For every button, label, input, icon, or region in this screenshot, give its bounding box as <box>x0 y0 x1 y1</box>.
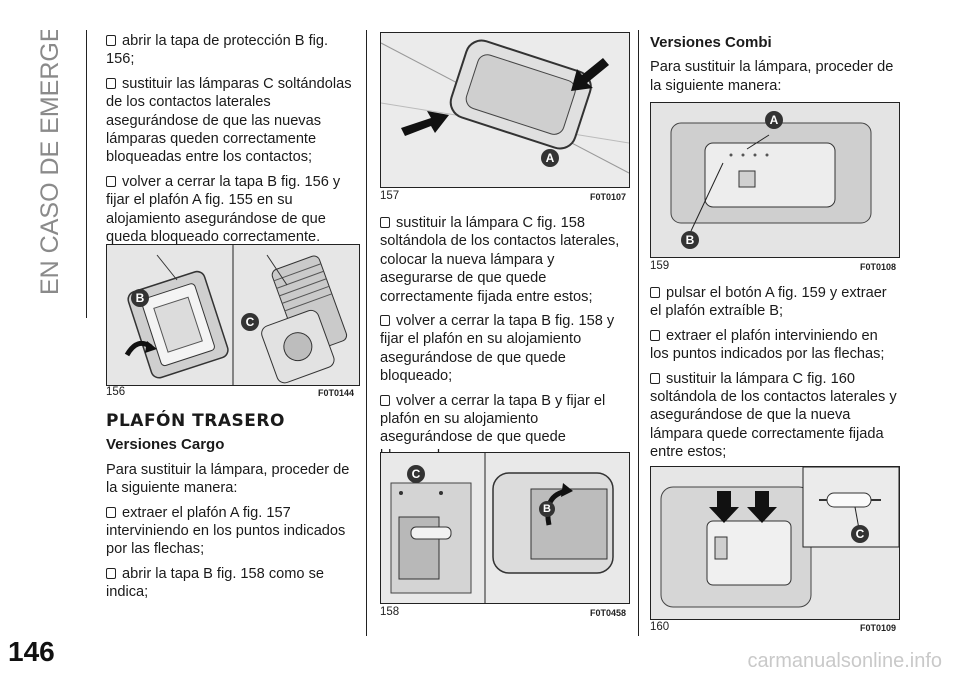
label-c-badge: C <box>407 465 425 483</box>
bullet-item: abrir la tapa B fig. 158 como se indica; <box>106 565 324 601</box>
column-1-bottom: PLAFÓN TRASERO Versiones Cargo Para sust… <box>106 404 358 608</box>
bullet-item: sustituir las lámparas C soltándolas de … <box>106 75 352 166</box>
section-title: PLAFÓN TRASERO <box>106 411 285 431</box>
intro-text: Para sustituir la lámpara, proceder de l… <box>106 461 350 497</box>
intro-text: Para sustituir la lámpara, proceder de l… <box>650 59 894 94</box>
subsection-cargo: Versiones Cargo <box>106 436 225 454</box>
subsection-combi: Versiones Combi <box>650 34 772 51</box>
column-rule-left <box>86 30 87 318</box>
bullet-icon <box>380 217 390 228</box>
bullet-item: volver a cerrar la tapa B fig. 156 y fij… <box>106 173 341 246</box>
fig-158-code: F0T0458 <box>590 608 627 618</box>
bullet-icon <box>106 35 116 46</box>
fig-160-code: F0T0109 <box>860 623 897 633</box>
bullet-icon <box>380 315 390 327</box>
fig-156-code: F0T0144 <box>318 388 355 398</box>
label-c-badge: C <box>241 313 259 331</box>
column-3-top: Versiones Combi Para sustituir la lámpar… <box>650 30 900 101</box>
figure-159: A B <box>650 102 900 258</box>
bullet-icon <box>106 567 116 579</box>
bullet-item: volver a cerrar la tapa B fig. 158 y fij… <box>380 313 615 385</box>
chapter-title-text: EN CASO DE EMERGENCIA <box>36 30 64 295</box>
fig-159-number: 159 <box>650 260 670 272</box>
bullet-item: abrir la tapa de protección B fig. 156; <box>106 33 329 68</box>
label-b-badge: B <box>539 501 555 517</box>
fig-160-number: 160 <box>650 621 670 633</box>
bullet-icon <box>650 287 660 298</box>
bullet-icon <box>380 394 390 406</box>
fig-158-number: 158 <box>380 606 400 618</box>
figure-158: C B <box>380 452 630 604</box>
bullet-item: extraer el plafón interviniendo en los p… <box>650 327 885 363</box>
figure-160: C <box>650 466 900 620</box>
fig-157-code: F0T0107 <box>590 192 627 202</box>
page-number: 146 <box>8 636 55 667</box>
column-rule-right <box>638 30 639 636</box>
label-a-badge: A <box>541 149 559 167</box>
fig-159-code: F0T0108 <box>860 262 897 272</box>
label-b-badge: B <box>681 231 699 249</box>
fig-157-number: 157 <box>380 190 400 202</box>
column-3-text: pulsar el botón A fig. 159 y extraer el … <box>650 284 900 468</box>
bullet-icon <box>650 329 660 341</box>
fig-156-number: 156 <box>106 386 126 398</box>
watermark: carmanualsonline.info <box>747 650 942 672</box>
figure-156: B C <box>106 244 360 386</box>
bullet-item: pulsar el botón A fig. 159 y extraer el … <box>650 285 887 320</box>
bullet-icon <box>106 175 116 187</box>
label-a-badge: A <box>765 111 783 129</box>
bullet-icon <box>106 77 116 89</box>
label-c-badge: C <box>851 525 869 543</box>
bullet-item: extraer el plafón A fig. 157 intervinien… <box>106 504 346 558</box>
bullet-item: sustituir la lámpara C fig. 160 soltándo… <box>650 370 897 461</box>
chapter-side-title: EN CASO DE EMERGENCIA <box>8 0 84 300</box>
label-b-badge: B <box>131 289 149 307</box>
column-rule-mid <box>366 30 367 636</box>
column-2-text: sustituir la lámpara C fig. 158 soltándo… <box>380 214 630 471</box>
bullet-icon <box>650 372 660 384</box>
bullet-item: sustituir la lámpara C fig. 158 soltándo… <box>380 215 620 305</box>
figure-157: A <box>380 32 630 188</box>
bullet-icon <box>106 506 116 518</box>
column-1-top: abrir la tapa de protección B fig. 156; … <box>106 32 358 252</box>
